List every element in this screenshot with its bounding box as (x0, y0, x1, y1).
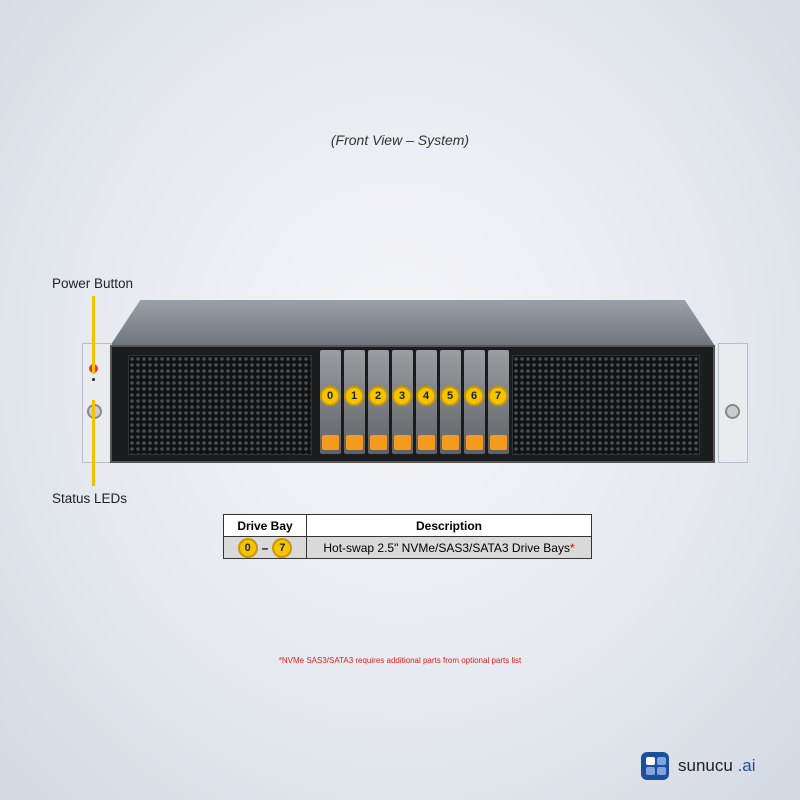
drive-bay-1[interactable]: 1 (344, 350, 365, 454)
header-description: Description (306, 514, 592, 537)
right-vent-mesh (512, 355, 700, 455)
bay-number-badge: 0 (320, 386, 340, 406)
drive-latch-icon[interactable] (490, 435, 507, 450)
drive-bay-6[interactable]: 6 (464, 350, 485, 454)
view-caption: (Front View – System) (330, 132, 470, 148)
range-dash: – (261, 540, 269, 555)
drive-latch-icon[interactable] (442, 435, 459, 450)
footnote: *NVMe SAS3/SATA3 requires additional par… (278, 656, 522, 665)
brand-tld: .ai (737, 756, 756, 775)
drive-latch-icon[interactable] (418, 435, 435, 450)
brand-logo: sunucu .ai (641, 752, 756, 780)
table-row: 0 – 7 Hot-swap 2.5" NVMe/SAS3/SATA3 Driv… (223, 536, 592, 559)
status-leds-callout-line (92, 400, 95, 486)
left-vent-mesh (128, 355, 312, 455)
bay-badge-to: 7 (272, 537, 293, 558)
drive-latch-icon[interactable] (370, 435, 387, 450)
right-rack-ear (718, 343, 748, 463)
bay-badge-from: 0 (237, 537, 258, 558)
bay-number-badge: 3 (392, 386, 412, 406)
bay-number-badge: 4 (416, 386, 436, 406)
status-led-icon (92, 378, 95, 381)
drive-bay-0[interactable]: 0 (320, 350, 341, 454)
brand-name: sunucu (678, 756, 733, 775)
bay-number-badge: 5 (440, 386, 460, 406)
drive-bay-3[interactable]: 3 (392, 350, 413, 454)
power-button-label: Power Button (52, 276, 134, 291)
drive-latch-icon[interactable] (394, 435, 411, 450)
server-lid (110, 300, 715, 346)
bay-number-badge: 1 (344, 386, 364, 406)
status-leds-label: Status LEDs (52, 491, 128, 506)
left-rack-ear (82, 343, 112, 463)
bay-number-badge: 6 (464, 386, 484, 406)
drive-bay-2[interactable]: 2 (368, 350, 389, 454)
drive-latch-icon[interactable] (346, 435, 363, 450)
header-drive-bay: Drive Bay (223, 514, 307, 537)
power-button-callout-line (92, 296, 95, 374)
drive-bay-7[interactable]: 7 (488, 350, 509, 454)
drive-bay-table: Drive Bay Description 0 – 7 Hot-swap 2.5… (223, 514, 592, 559)
bay-number-badge: 7 (488, 386, 508, 406)
drive-bay-5[interactable]: 5 (440, 350, 461, 454)
bay-number-badge: 2 (368, 386, 388, 406)
drive-latch-icon[interactable] (322, 435, 339, 450)
drive-latch-icon[interactable] (466, 435, 483, 450)
lock-knob-icon (725, 404, 740, 419)
description-text: Hot-swap 2.5" NVMe/SAS3/SATA3 Drive Bays (323, 540, 570, 555)
asterisk: * (569, 540, 575, 555)
brand-grid-icon (641, 752, 669, 780)
drive-bay-4[interactable]: 4 (416, 350, 437, 454)
